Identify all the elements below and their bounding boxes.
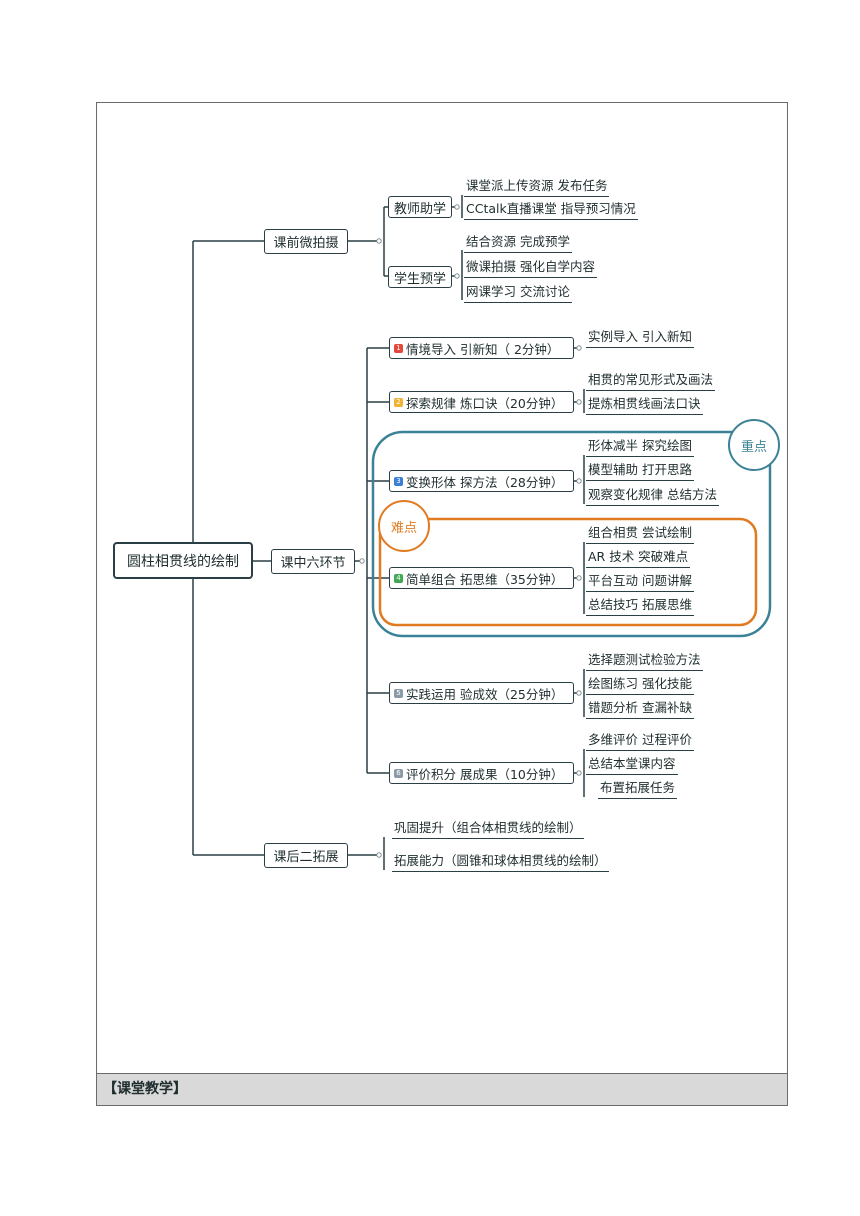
step-6-item: 布置拓展任务 (598, 779, 678, 799)
step-2: 2 探索规律 炼口诀（20分钟） (389, 391, 574, 413)
step-1-item: 实例导入 引入新知 (586, 328, 694, 348)
root-topic: 圆柱相贯线的绘制 (113, 542, 253, 579)
step-number-badge: 3 (394, 476, 403, 486)
step-2-item: 提炼相贯线画法口诀 (586, 395, 703, 415)
student-preview-node: 学生预学 (388, 266, 452, 288)
student-item: 网课学习 交流讨论 (464, 283, 572, 303)
step-3-item: 观察变化规律 总结方法 (586, 486, 719, 506)
step-4: 4 简单组合 拓思维（35分钟） (389, 567, 574, 589)
post-item: 拓展能力（圆锥和球体相贯线的绘制） (392, 852, 609, 872)
step-4-item: AR 技术 突破难点 (586, 548, 691, 568)
teacher-item: CCtalk直播课堂 指导预习情况 (464, 200, 638, 220)
difficult-point-marker: 难点 (378, 500, 430, 552)
teacher-item: 课堂派上传资源 发布任务 (464, 177, 610, 197)
branch-pre-class: 课前微拍摄 (264, 229, 348, 254)
step-5: 5 实践运用 验成效（25分钟） (389, 682, 574, 704)
step-5-item: 绘图练习 强化技能 (586, 675, 694, 695)
step-1: 1 情境导入 引新知（ 2分钟） (389, 337, 574, 359)
step-4-item: 组合相贯 尝试绘制 (586, 524, 694, 544)
step-4-item: 总结技巧 拓展思维 (586, 596, 694, 616)
step-number-badge: 6 (394, 768, 403, 778)
section-footer: 【课堂教学】 (96, 1073, 788, 1106)
step-number-badge: 1 (394, 343, 403, 353)
step-6: 6 评价积分 展成果（10分钟） (389, 762, 574, 784)
step-3-item: 形体减半 探究绘图 (586, 437, 694, 457)
student-item: 微课拍摄 强化自学内容 (464, 258, 597, 278)
branch-post-class: 课后二拓展 (264, 843, 348, 868)
step-number-badge: 2 (394, 397, 403, 407)
step-5-item: 错题分析 查漏补缺 (586, 699, 694, 719)
step-2-item: 相贯的常见形式及画法 (586, 371, 716, 391)
student-item: 结合资源 完成预学 (464, 233, 572, 253)
step-number-badge: 4 (394, 573, 403, 583)
step-3: 3 变换形体 探方法（28分钟） (389, 470, 574, 492)
root-label: 圆柱相贯线的绘制 (127, 553, 239, 570)
step-6-item: 多维评价 过程评价 (586, 731, 694, 751)
branch-in-class: 课中六环节 (271, 549, 355, 574)
step-3-item: 模型辅助 打开思路 (586, 461, 694, 481)
key-point-marker: 重点 (728, 419, 780, 471)
step-6-item: 总结本堂课内容 (586, 755, 678, 775)
key-region (371, 430, 772, 638)
step-number-badge: 5 (394, 688, 403, 698)
post-item: 巩固提升（组合体相贯线的绘制） (392, 819, 584, 839)
step-4-item: 平台互动 问题讲解 (586, 572, 694, 592)
difficult-region (378, 517, 758, 627)
teacher-assist-node: 教师助学 (388, 196, 452, 218)
step-5-item: 选择题测试检验方法 (586, 651, 703, 671)
